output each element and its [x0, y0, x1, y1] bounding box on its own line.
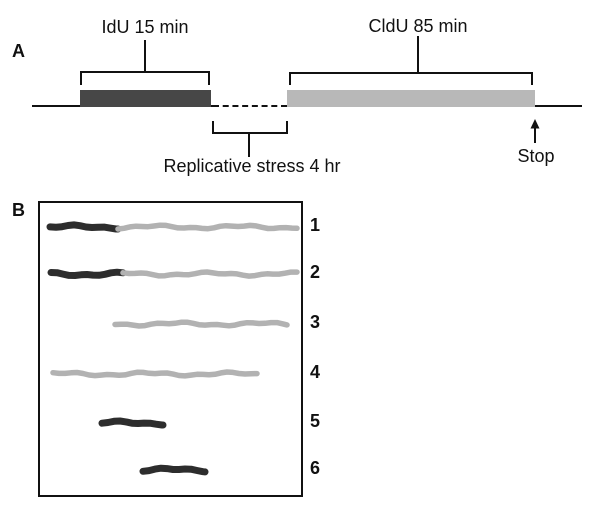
fiber-number-label: 4 — [310, 362, 321, 382]
fiber-number-label: 1 — [310, 215, 321, 235]
cldu-bracket — [289, 72, 533, 85]
stop-label: Stop — [517, 146, 555, 166]
cldu-bracket-tick — [417, 36, 419, 72]
idu-label: IdU 15 min — [101, 17, 189, 37]
fiber-number-label: 3 — [310, 312, 321, 332]
cldu-bar — [287, 90, 535, 107]
stress-bracket — [212, 121, 288, 134]
idu-bracket — [80, 71, 210, 85]
fiber-number-label: 5 — [310, 411, 321, 431]
stress-label: Replicative stress 4 hr — [163, 156, 341, 176]
fiber-2-dark-segment — [47, 268, 127, 279]
cldu-label: CldU 85 min — [368, 16, 468, 36]
fiber-number-label: 2 — [310, 262, 321, 282]
stress-bracket-stem — [248, 133, 250, 157]
fiber-1-light-segment — [115, 222, 300, 232]
fiber-number-label: 6 — [310, 458, 321, 478]
panel-b-label: B — [12, 200, 25, 220]
fiber-2-light-segment — [120, 269, 300, 279]
fiber-5-dark-segment — [98, 417, 167, 429]
fiber-6-dark-segment — [139, 464, 209, 476]
fiber-3-light-segment — [112, 319, 290, 329]
panel-a-label: A — [12, 41, 25, 61]
fiber-4-light-segment — [50, 369, 260, 379]
idu-bar — [80, 90, 211, 107]
timeline-stress-dashed — [213, 105, 287, 107]
stop-arrow-icon — [530, 119, 540, 143]
fiber-tracks-canvas — [46, 221, 300, 476]
fiber-1-dark-segment — [46, 221, 122, 233]
idu-bracket-tick — [144, 40, 146, 71]
fiber-image-box — [38, 201, 303, 497]
